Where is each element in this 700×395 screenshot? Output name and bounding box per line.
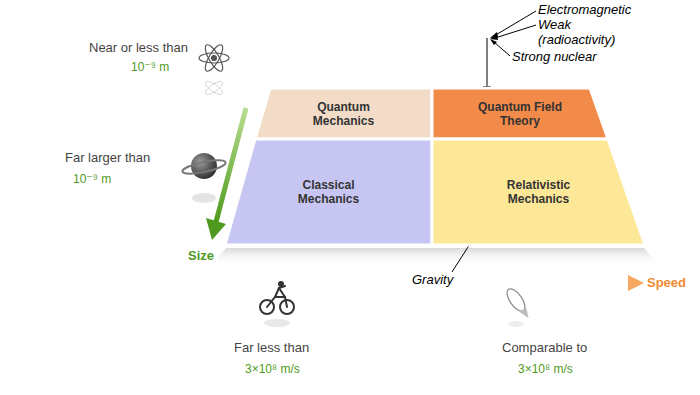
quadrant-label: Classical Mechanics <box>283 178 375 206</box>
scale-value: 3×10⁸ m/s <box>518 362 573 376</box>
scale-value: 10⁻⁹ m <box>73 172 111 186</box>
quadrant-label: Quantum Mechanics <box>298 100 390 128</box>
scale-note: Comparable to <box>502 340 587 355</box>
quadrant-region: Relativistic Mechanics <box>432 139 645 245</box>
force-label: Weak (radioactivity) <box>538 17 638 47</box>
scale-value: 10⁻⁹ m <box>131 60 169 74</box>
quadrant-label: Quantum Field Theory <box>474 100 566 128</box>
force-label: Strong nuclear <box>512 49 597 64</box>
force-label: Gravity <box>412 272 453 287</box>
quadrant-label: Relativistic Mechanics <box>493 178 585 206</box>
quadrant-region: Classical Mechanics <box>225 139 432 245</box>
force-label: Electromagnetic <box>538 2 631 17</box>
scale-note: Far less than <box>234 340 309 355</box>
quadrant-region: Quantum Mechanics <box>255 88 432 139</box>
axis-label: Speed <box>647 275 686 290</box>
scale-note: Near or less than <box>89 40 188 55</box>
quadrant-region: Quantum Field Theory <box>432 88 608 139</box>
scale-value: 3×10⁸ m/s <box>245 362 300 376</box>
axis-label: Size <box>188 248 214 263</box>
scale-note: Far larger than <box>65 150 150 165</box>
